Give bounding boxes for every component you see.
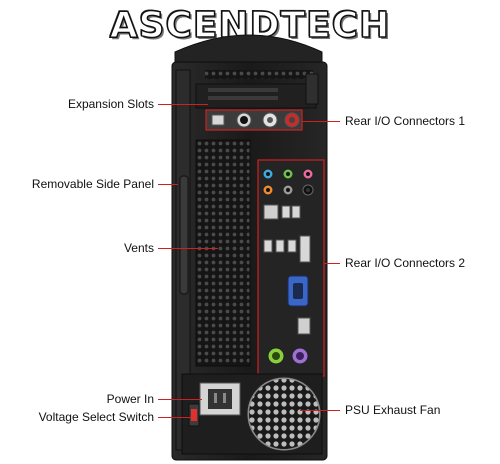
label-voltage-select-switch: Voltage Select Switch (38, 410, 154, 424)
svideo-port (211, 114, 225, 126)
label-rear-io-2: Rear I/O Connectors 2 (345, 256, 466, 270)
top-vent (205, 70, 313, 79)
hdmi-port (297, 317, 311, 335)
rca-white-port (267, 117, 273, 123)
leader-rear-io-1 (302, 121, 340, 122)
leader-power-in (158, 399, 202, 400)
leader-vents (158, 248, 218, 249)
video-port (240, 116, 248, 124)
audio-jacks (262, 168, 314, 196)
usb-port (287, 239, 297, 253)
rca-red-port (289, 117, 295, 123)
side-panel-handle (179, 175, 189, 295)
usb-port (281, 205, 291, 219)
leader-rear-io-2 (324, 263, 340, 264)
leader-psu-exhaust-fan (300, 410, 340, 411)
top-handle (174, 34, 323, 69)
leader-removable-side-panel (158, 184, 178, 185)
label-rear-io-1: Rear I/O Connectors 1 (345, 114, 466, 128)
usb-port (291, 205, 301, 219)
voltage-select-switch (191, 409, 197, 421)
leader-voltage-select-switch (158, 417, 191, 418)
esata-port (299, 235, 311, 263)
label-psu-exhaust-fan: PSU Exhaust Fan (345, 403, 441, 417)
usb-port (263, 239, 273, 253)
ethernet-port (263, 204, 279, 220)
label-removable-side-panel: Removable Side Panel (31, 177, 154, 191)
label-expansion-slots: Expansion Slots (67, 97, 154, 111)
usb-port (275, 239, 285, 253)
label-power-in: Power In (106, 392, 154, 406)
rear-io-1-box (205, 109, 303, 131)
leader-expansion-slots (158, 104, 208, 105)
rear-io-2-box (257, 159, 325, 377)
label-vents: Vents (123, 241, 154, 255)
vents (195, 139, 251, 367)
